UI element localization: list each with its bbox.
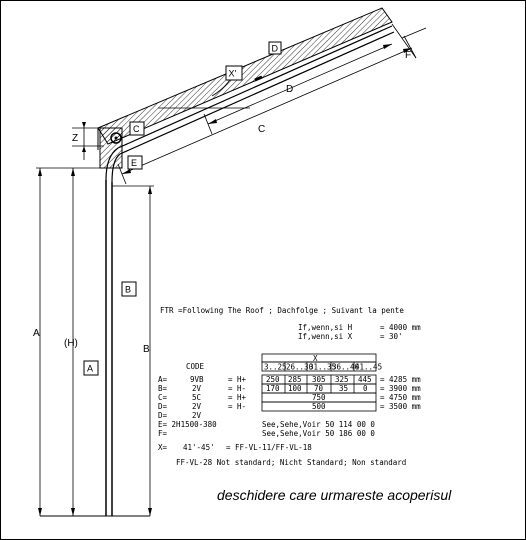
svg-text:= H+: = H+ <box>228 393 247 402</box>
cond-h-value: = 4000 mm <box>380 323 421 332</box>
svg-text:170: 170 <box>266 384 280 393</box>
dim-label-H: (H) <box>64 338 78 349</box>
dim-label-Z: Z <box>72 133 78 144</box>
svg-text:250: 250 <box>266 375 280 384</box>
x-line-text: = FF-VL-11/FF-VL-18 <box>226 443 312 452</box>
not-standard-note: FF-VL-28 Not standard; Nicht Standard; N… <box>176 458 406 467</box>
range-2: 31..35 <box>309 363 336 372</box>
range-4: 41..45 <box>355 363 382 372</box>
range-1: 26..30 <box>286 363 314 372</box>
svg-text:B=: B= <box>158 384 168 393</box>
label-box-X: X' <box>225 65 243 81</box>
label-box-D: D <box>268 41 282 55</box>
svg-text:0: 0 <box>363 384 368 393</box>
svg-text:C: C <box>133 124 140 134</box>
spring-roller <box>110 132 122 144</box>
dim-label-B: B <box>143 344 150 355</box>
svg-text:= 3900 mm: = 3900 mm <box>380 384 421 393</box>
f-line-key: F= <box>158 429 168 438</box>
svg-text:500: 500 <box>312 402 326 411</box>
svg-text:2V: 2V <box>192 411 202 420</box>
svg-text:= H-: = H- <box>228 402 246 411</box>
svg-text:E: E <box>131 158 137 168</box>
label-box-C-top: C <box>129 121 145 136</box>
svg-text:445: 445 <box>358 375 372 384</box>
svg-text:100: 100 <box>288 384 302 393</box>
svg-text:D: D <box>272 44 279 54</box>
svg-text:2V: 2V <box>192 384 202 393</box>
svg-text:= H-: = H- <box>228 384 246 393</box>
cond-x-label: If,wenn,si X <box>298 332 353 341</box>
svg-text:D=: D= <box>158 402 168 411</box>
label-box-E: E <box>127 155 143 170</box>
dim-label-C: C <box>258 124 265 135</box>
svg-text:D=: D= <box>158 411 168 420</box>
svg-text:C=: C= <box>158 393 168 402</box>
label-box-B: B <box>121 281 137 297</box>
svg-text:5C: 5C <box>192 393 201 402</box>
curved-track-inner <box>111 153 121 183</box>
svg-text:305: 305 <box>312 375 326 384</box>
table-x-header: X <box>313 354 318 363</box>
dim-label-F: F <box>405 50 411 61</box>
dim-label-A: A <box>33 328 40 339</box>
curved-track <box>105 147 119 181</box>
roof-track-outer <box>117 25 393 149</box>
range-3: 36..40 <box>332 363 360 372</box>
cond-h-label: If,wenn,si H <box>298 323 353 332</box>
x-range-table <box>261 353 377 412</box>
svg-text:A=: A= <box>158 375 168 384</box>
svg-text:= 4285 mm: = 4285 mm <box>380 375 421 384</box>
svg-text:285: 285 <box>288 375 302 384</box>
code-header: CODE <box>186 362 205 371</box>
svg-text:9VB: 9VB <box>190 375 204 384</box>
svg-text:= H+: = H+ <box>228 375 247 384</box>
svg-text:B: B <box>125 285 131 295</box>
svg-text:35: 35 <box>339 384 348 393</box>
svg-text:A: A <box>87 364 93 374</box>
svg-text:325: 325 <box>335 375 349 384</box>
svg-text:= 3500 mm: = 3500 mm <box>380 402 421 411</box>
e-line-key: E= 2H1500-380 <box>158 420 217 429</box>
caption: deschidere care urmareste acoperisul <box>217 487 452 503</box>
svg-text:750: 750 <box>312 393 326 402</box>
svg-text:2V: 2V <box>192 402 202 411</box>
x-line-key: X= <box>158 443 168 452</box>
f-line-text: See,Sehe,Voir 50 186 00 0 <box>262 429 375 438</box>
svg-text:X': X' <box>229 69 237 79</box>
ftr-note: FTR =Following The Roof ; Dachfolge ; Su… <box>160 306 404 315</box>
roof-track-inner <box>119 31 395 155</box>
range-0: 3..25 <box>264 363 287 372</box>
cond-x-value: = 30' <box>380 332 403 341</box>
x-line-range: 41'-45' <box>183 443 215 452</box>
e-line-text: See,Sehe,Voir 50 114 00 0 <box>262 420 375 429</box>
svg-text:70: 70 <box>314 384 324 393</box>
dim-label-D: D <box>286 84 293 95</box>
label-box-A: A <box>83 360 99 376</box>
svg-text:= 4750 mm: = 4750 mm <box>380 393 421 402</box>
